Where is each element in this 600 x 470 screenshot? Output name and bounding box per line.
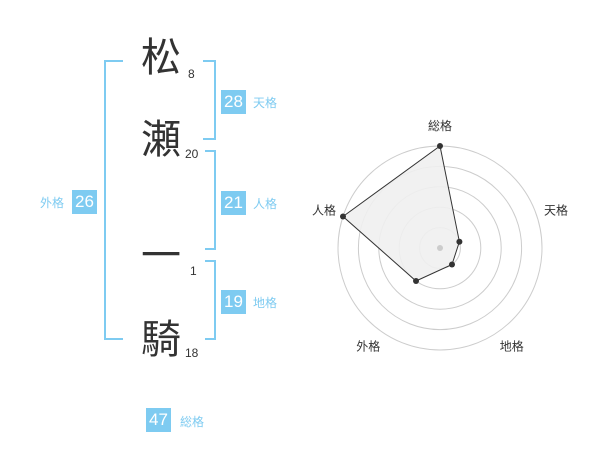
radar-point-4: [413, 278, 420, 285]
radar-points: [339, 143, 463, 285]
radar-axis-label-4: 外格: [356, 339, 380, 354]
radar-point-5: [339, 213, 346, 220]
radar-axis-label-5: 人格: [312, 202, 336, 217]
name-char-2: 瀬: [141, 117, 181, 163]
stroke-count-2: 20: [185, 147, 199, 161]
jinkaku-value: 21: [221, 191, 246, 215]
radar-point-1: [437, 143, 443, 149]
radar-axis-label-2: 天格: [544, 202, 568, 217]
chikaku-label: 地格: [253, 296, 278, 310]
gaikaku-bracket: [104, 60, 123, 340]
tenkaku-value: 28: [221, 90, 246, 114]
gaikaku-value: 26: [72, 190, 97, 214]
radar-center: [437, 245, 443, 251]
jinkaku-bracket: [205, 150, 216, 250]
soukaku-value: 47: [146, 408, 171, 432]
radar-axis-label-3: 地格: [500, 339, 524, 354]
name-char-3: 一: [141, 233, 181, 279]
stroke-count-4: 18: [185, 346, 199, 360]
stroke-count-3: 1: [190, 264, 197, 278]
radar-axis-label-1: 総格: [428, 118, 452, 133]
radar-point-2: [456, 238, 463, 245]
stroke-count-1: 8: [188, 67, 195, 81]
chikaku-value: 19: [221, 290, 246, 314]
radar-area: [342, 145, 460, 282]
soukaku-label: 総格: [180, 415, 205, 429]
name-char-4: 騎: [141, 317, 181, 363]
chikaku-bracket: [205, 260, 216, 340]
jinkaku-label: 人格: [253, 197, 278, 211]
gaikaku-label: 外格: [40, 196, 65, 210]
tenkaku-bracket: [203, 60, 216, 140]
radar-point-3: [448, 261, 455, 268]
name-char-1: 松: [141, 35, 181, 81]
tenkaku-label: 天格: [253, 96, 278, 110]
